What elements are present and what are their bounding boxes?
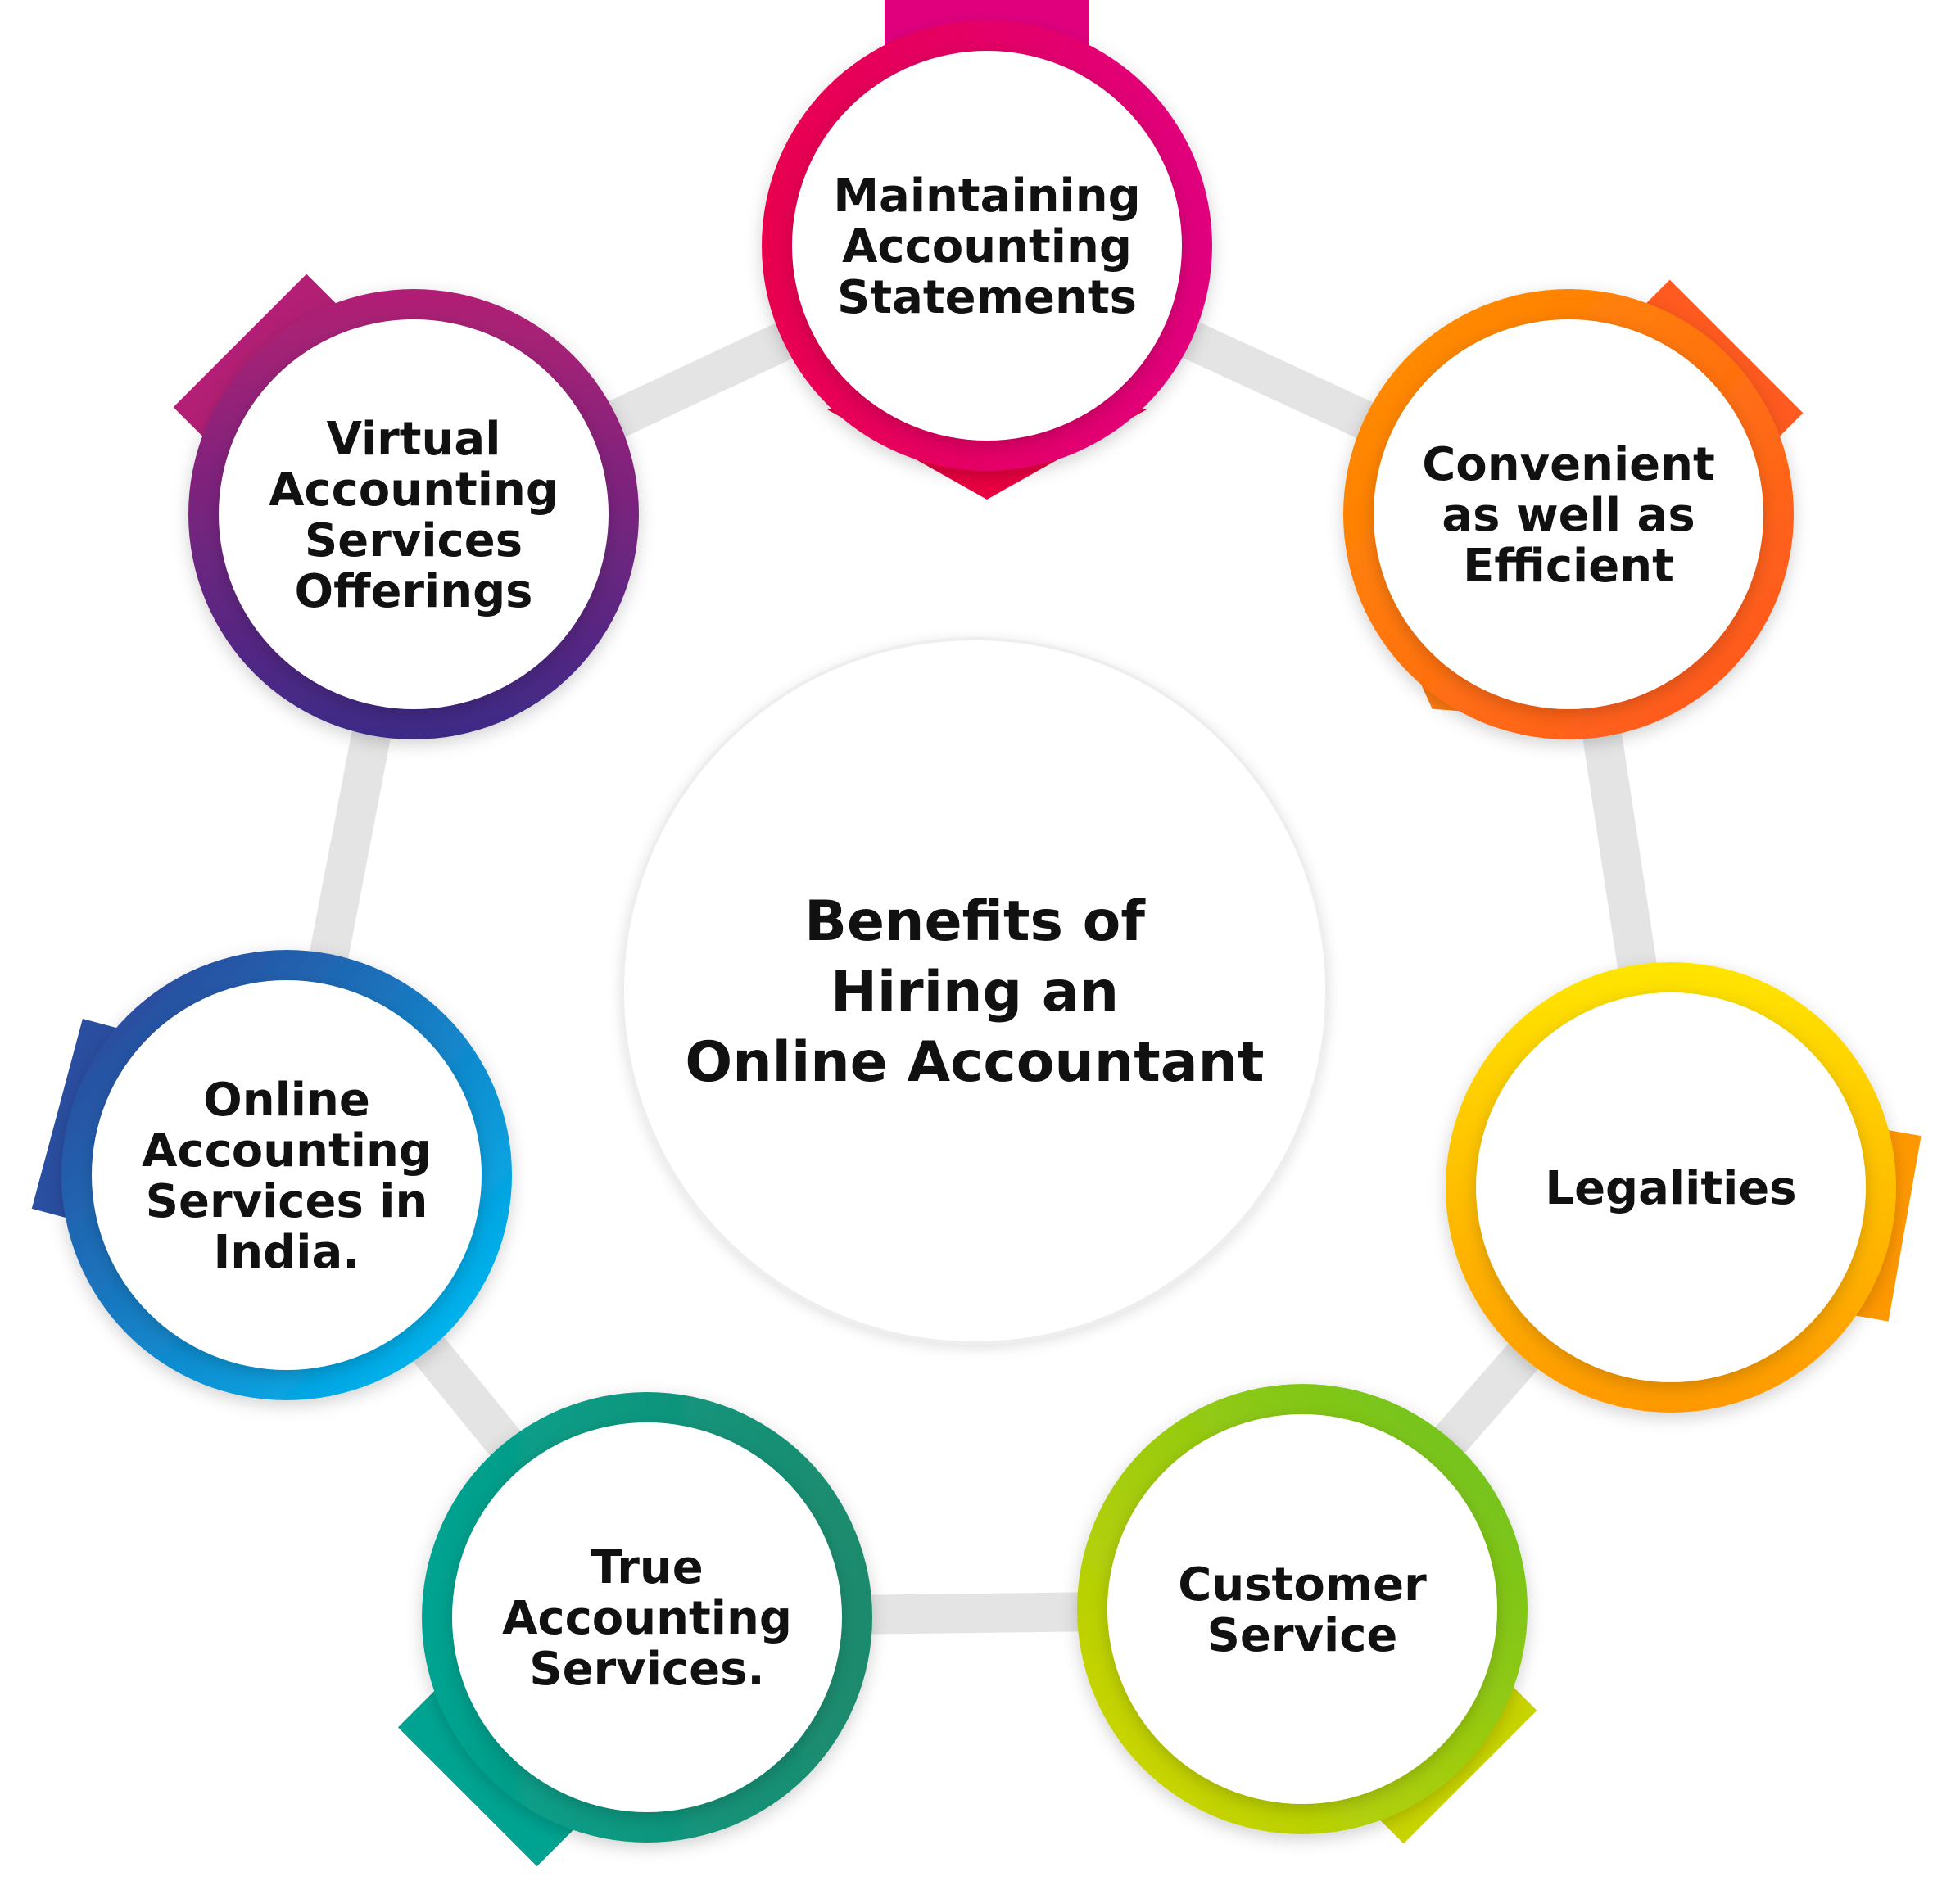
node-disc	[452, 1422, 842, 1812]
benefit-label-line: True	[591, 1541, 704, 1594]
node-disc	[792, 51, 1182, 441]
benefit-label-line: Statements	[837, 271, 1137, 324]
benefit-label: Legalities	[1545, 1162, 1796, 1215]
center-title-line: Benefits of	[804, 889, 1146, 954]
benefit-label-line: Convenient	[1422, 438, 1715, 491]
benefit-label-line: Accounting	[269, 463, 559, 517]
benefit-label-line: Accounting	[142, 1124, 432, 1178]
benefit-label-line: Service	[1207, 1609, 1398, 1662]
node-disc	[1476, 992, 1866, 1382]
node-disc	[1107, 1414, 1497, 1804]
benefit-label-line: Legalities	[1545, 1162, 1796, 1215]
benefit-label-line: Accounting	[842, 220, 1132, 274]
benefit-label-line: Accounting	[502, 1592, 792, 1645]
node-disc	[92, 980, 482, 1370]
center-title-line: Hiring an	[831, 960, 1119, 1024]
benefit-label-line: Offerings	[294, 565, 532, 618]
benefit-label-line: as well as	[1442, 489, 1695, 542]
benefit-label-line: Services.	[529, 1643, 764, 1696]
node-disc	[1374, 319, 1763, 709]
benefit-label-line: Services in	[146, 1175, 428, 1228]
center-circle	[621, 637, 1329, 1345]
benefit-label-line: Virtual	[327, 413, 501, 466]
benefit-label-line: Services	[305, 514, 523, 567]
center-title-line: Online Accountant	[685, 1030, 1264, 1095]
node-disc	[219, 319, 609, 709]
benefit-label-line: Online	[203, 1074, 370, 1127]
benefit-label-line: Maintaining	[833, 170, 1140, 223]
benefit-label-line: Customer	[1178, 1558, 1427, 1612]
benefit-label-line: India.	[213, 1226, 360, 1279]
benefit-node: Legalities	[1446, 962, 1922, 1413]
benefit-label-line: Efficient	[1463, 540, 1674, 593]
